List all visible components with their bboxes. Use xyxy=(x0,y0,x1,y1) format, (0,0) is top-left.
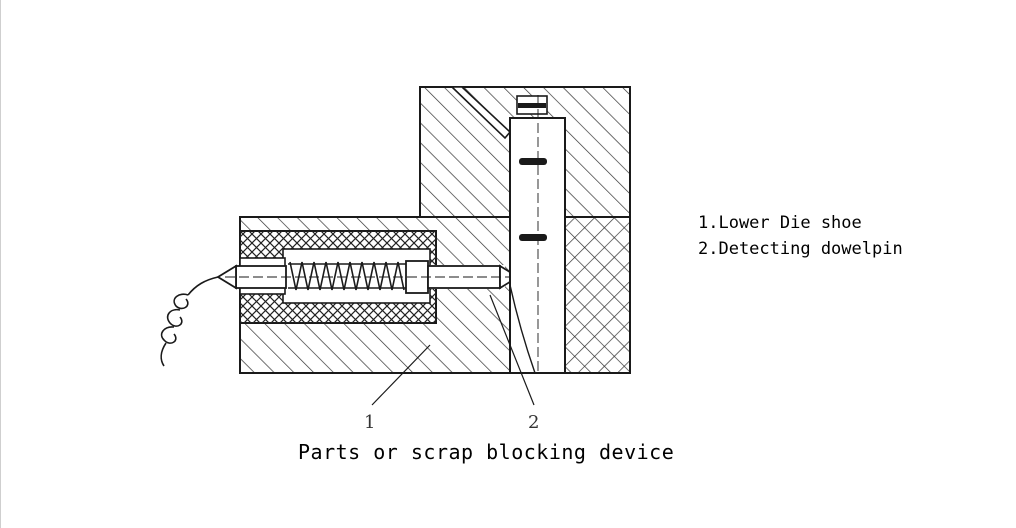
page-edge xyxy=(0,0,1,528)
legend-item-lower-die-shoe: 1.Lower Die shoe xyxy=(698,213,862,233)
legend-item-detecting-dowelpin: 2.Detecting dowelpin xyxy=(698,239,903,259)
leader-lines xyxy=(371,294,535,406)
callout-1: 1 xyxy=(364,412,375,433)
vertical-channel xyxy=(509,95,566,375)
legend: 1.Lower Die shoe 2.Detecting dowelpin xyxy=(698,210,903,262)
callout-2: 2 xyxy=(528,412,539,433)
figure-caption: Parts or scrap blocking device xyxy=(298,440,675,464)
spring xyxy=(288,261,406,291)
dowel-mark-lower xyxy=(519,234,547,241)
dowel-mark-upper xyxy=(519,158,547,165)
sensor-wire xyxy=(160,276,219,367)
